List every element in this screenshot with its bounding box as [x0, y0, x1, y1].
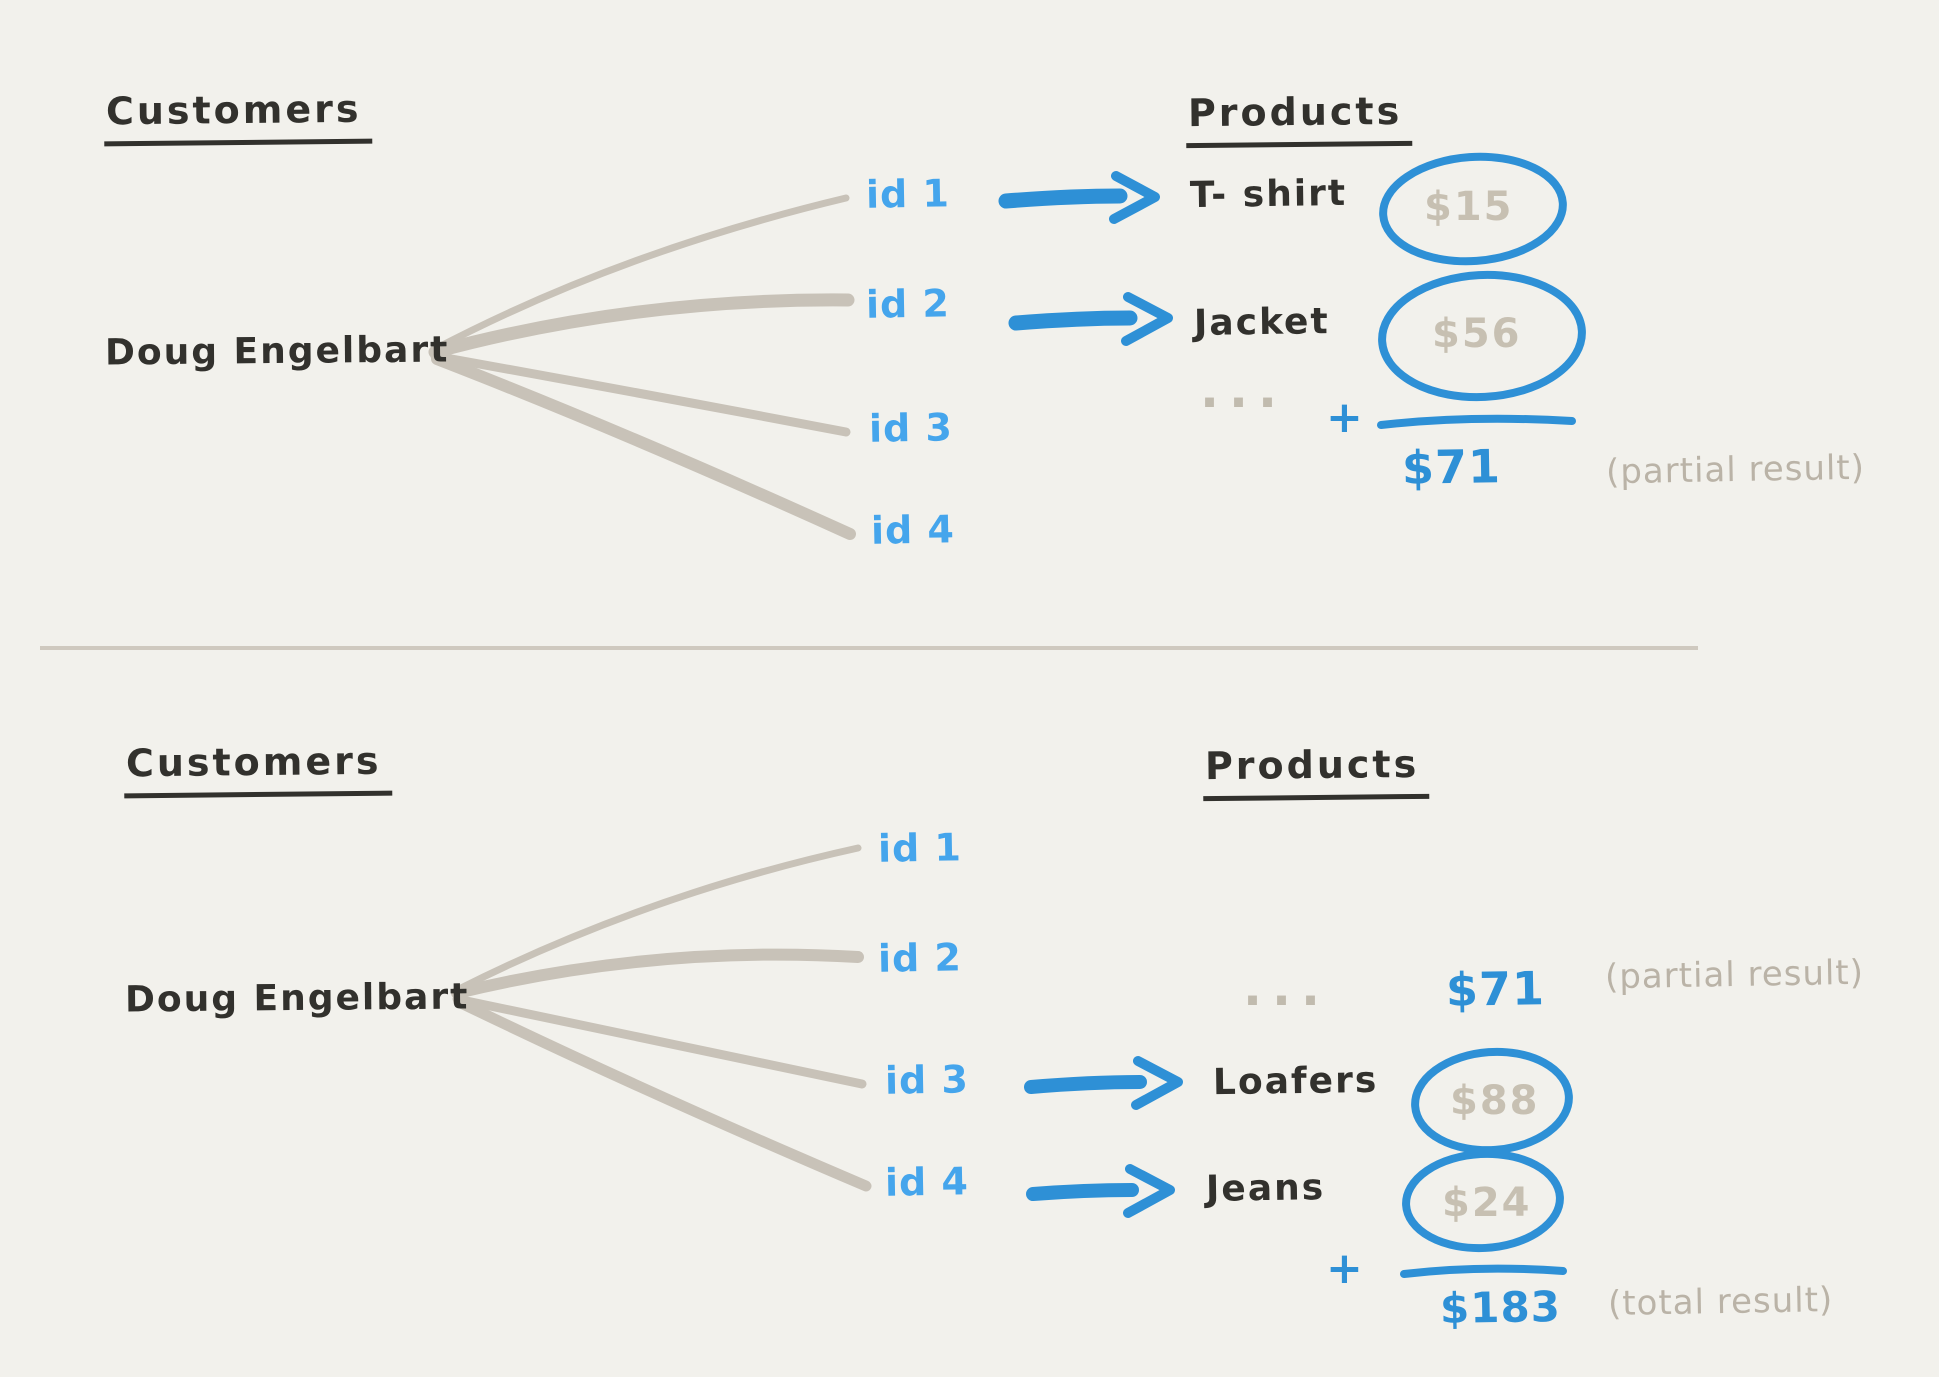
bottom-customer-name: Doug Engelbart — [124, 976, 470, 1021]
bottom-partial-result-note: (partial result) — [1604, 952, 1865, 998]
bottom-id1-label: id 1 — [877, 825, 963, 871]
bottom-product-jeans: Jeans — [1205, 1167, 1326, 1210]
arrow-id2-jacket-icon — [1008, 292, 1173, 346]
arrow-id3-loafers-icon — [1024, 1056, 1183, 1110]
top-partial-sum: $71 — [1401, 439, 1502, 495]
bottom-fan-lines-icon — [451, 844, 872, 1192]
top-ellipsis: ... — [1200, 361, 1287, 419]
bottom-id2-label: id 2 — [877, 935, 963, 981]
top-price-tshirt: $15 — [1424, 184, 1514, 230]
top-customers-heading: Customers — [103, 86, 372, 147]
top-customer-name: Doug Engelbart — [104, 329, 450, 374]
top-id4-label: id 4 — [870, 507, 956, 553]
top-partial-result-note: (partial result) — [1605, 447, 1866, 493]
sum-lines-icon — [1377, 414, 1576, 1278]
top-product-tshirt: T- shirt — [1189, 172, 1348, 217]
bottom-price-jeans: $24 — [1442, 1180, 1532, 1226]
bottom-customers-heading: Customers — [123, 738, 392, 799]
top-fan-lines-icon — [428, 194, 856, 540]
bottom-id4-label: id 4 — [884, 1159, 970, 1205]
top-id1-label: id 1 — [865, 171, 951, 217]
arrow-id1-tshirt-icon — [998, 171, 1160, 224]
bottom-ellipsis: ... — [1243, 959, 1330, 1017]
bottom-total-result-note: (total result) — [1607, 1280, 1834, 1324]
bottom-total-sum: $183 — [1439, 1281, 1562, 1334]
bottom-product-loafers: Loafers — [1212, 1059, 1379, 1104]
top-product-jacket: Jacket — [1193, 301, 1330, 344]
bottom-id3-label: id 3 — [884, 1057, 970, 1103]
top-products-heading: Products — [1185, 88, 1413, 149]
top-plus-sign: + — [1326, 392, 1363, 443]
bottom-products-heading: Products — [1202, 741, 1430, 802]
bottom-plus-sign: + — [1326, 1243, 1363, 1294]
top-id2-label: id 2 — [865, 281, 951, 327]
top-price-jacket: $56 — [1432, 311, 1522, 357]
arrow-id4-jeans-icon — [1026, 1164, 1175, 1218]
bottom-carryover-sum: $71 — [1445, 961, 1546, 1017]
top-id3-label: id 3 — [868, 405, 954, 451]
bottom-price-loafers: $88 — [1450, 1078, 1540, 1124]
